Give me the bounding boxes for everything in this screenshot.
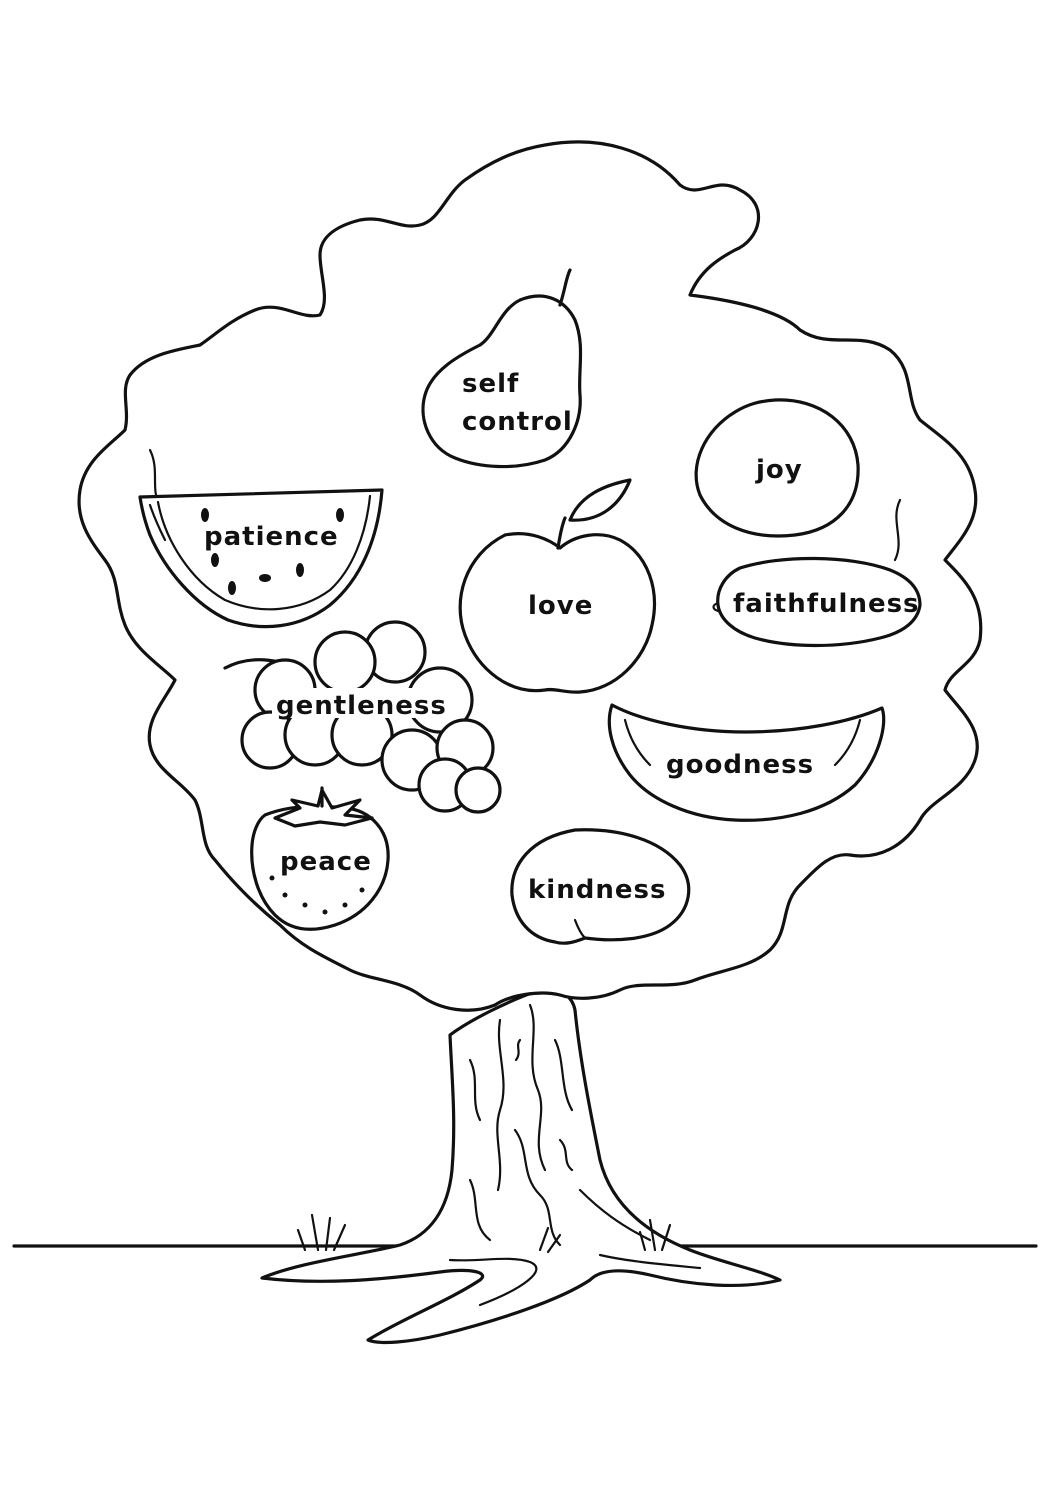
peace-label: peace	[280, 847, 372, 877]
seed	[259, 574, 271, 582]
gentleness-label: gentleness	[276, 691, 447, 721]
joy-label: joy	[755, 455, 803, 485]
self-control-label-line2: control	[462, 407, 573, 437]
self-control-label-line1: self	[462, 369, 519, 399]
seed	[336, 508, 344, 522]
seed	[201, 508, 209, 522]
seed	[296, 563, 304, 577]
tree-trunk	[262, 990, 780, 1343]
seed	[228, 581, 236, 595]
kindness-label: kindness	[528, 875, 666, 905]
grape	[315, 632, 375, 692]
faithfulness-label: faithfulness	[733, 589, 920, 619]
love-label: love	[528, 591, 593, 621]
goodness-label: goodness	[666, 750, 814, 780]
grape	[456, 768, 500, 812]
patience-label: patience	[204, 522, 339, 552]
lemon-fruit: faithfulness	[714, 558, 921, 645]
seed	[211, 553, 219, 567]
